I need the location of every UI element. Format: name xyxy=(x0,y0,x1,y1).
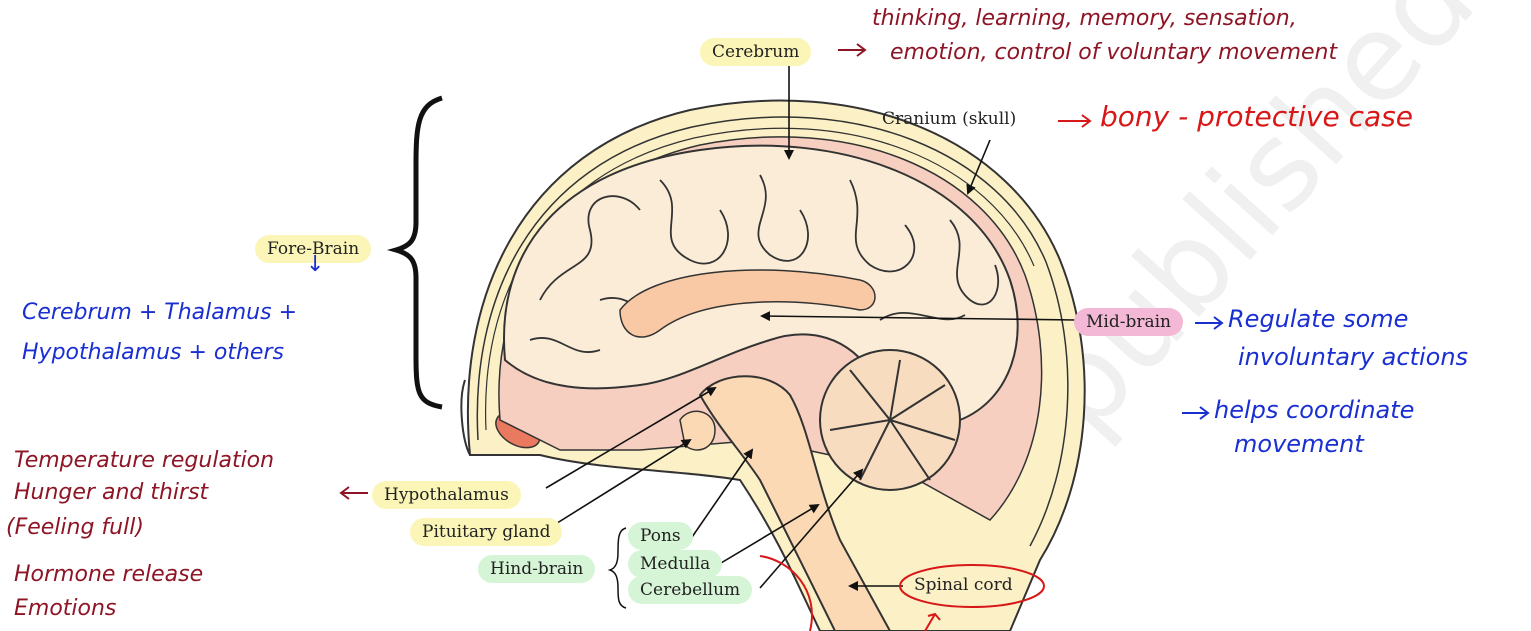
mid-brain-note-line2: involuntary actions xyxy=(1238,343,1468,371)
cranium-note: bony - protective case xyxy=(1100,100,1413,133)
fore-brain-arrow: ↓ xyxy=(306,252,324,277)
medulla-label: Medulla xyxy=(628,550,722,578)
cerebrum-label: Cerebrum xyxy=(700,38,811,66)
pons-label: Pons xyxy=(628,522,693,550)
hind-brain-label: Hind-brain xyxy=(478,555,595,583)
mid-brain-note-line1: Regulate some xyxy=(1228,305,1408,333)
pituitary-label: Pituitary gland xyxy=(410,518,562,546)
cerebrum-note-line2: emotion, control of voluntary movement xyxy=(890,40,1337,65)
mid-brain-note-line3: helps coordinate xyxy=(1214,396,1414,424)
hypothalamus-note-line1: Temperature regulation xyxy=(14,448,274,473)
cranium-label: Cranium (skull) xyxy=(882,109,1016,129)
cerebrum-note-line1: thinking, learning, memory, sensation, xyxy=(872,6,1297,31)
fore-brain-note-line2: Hypothalamus + others xyxy=(22,340,284,365)
spinal-cord-label: Spinal cord xyxy=(914,575,1013,595)
hypothalamus-label: Hypothalamus xyxy=(372,481,521,509)
cerebellum-label: Cerebellum xyxy=(628,576,752,604)
hypothalamus-note-line3: (Feeling full) xyxy=(6,515,144,540)
hypothalamus-note-line4: Hormone release xyxy=(14,562,203,587)
hind-brain-brace xyxy=(610,528,626,608)
mid-brain-label: Mid-brain xyxy=(1074,308,1183,336)
hypothalamus-note-line2: Hunger and thirst xyxy=(14,480,208,505)
fore-brain-note-line1: Cerebrum + Thalamus + xyxy=(22,300,297,325)
fore-brain-brace xyxy=(396,98,442,407)
hypothalamus-note-line5: Emotions xyxy=(14,596,116,621)
pituitary-shape xyxy=(680,411,715,450)
cerebellum-shape xyxy=(820,350,960,490)
mid-brain-note-line4: movement xyxy=(1234,430,1364,458)
